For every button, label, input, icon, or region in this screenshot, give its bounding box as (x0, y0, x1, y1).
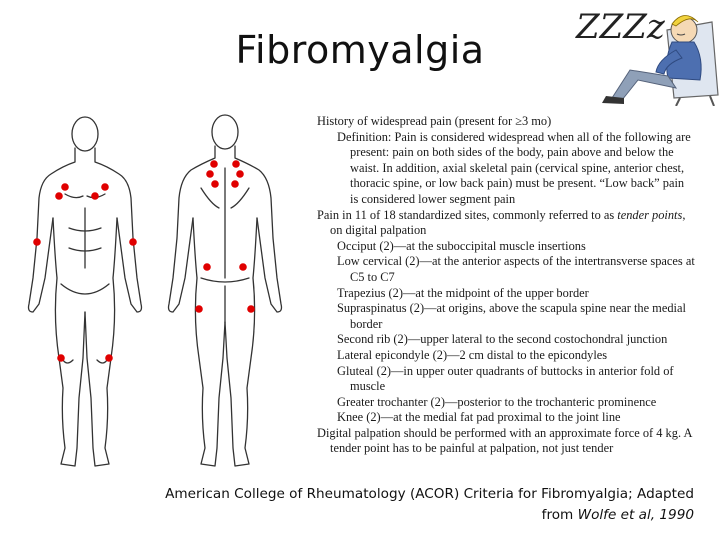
tender-point-marker (236, 170, 244, 178)
caption-line-1: American College of Rheumatology (ACOR) … (165, 486, 694, 502)
criteria-line: Knee (2)—at the medial fat pad proximal … (337, 410, 621, 425)
tender-point-marker (203, 263, 211, 271)
tender-point-marker (105, 354, 113, 362)
criteria-text: History of widespread pain (present for … (317, 114, 695, 457)
tender-point-marker (206, 170, 214, 178)
front-body-outline (27, 116, 143, 467)
caption-line-2: from Wolfe et al, 1990 (94, 505, 694, 526)
tender-point-marker (33, 238, 41, 246)
criteria-line: Second rib (2)—upper lateral to the seco… (337, 332, 668, 347)
slide-title: Fibromyalgia (235, 28, 485, 72)
zzz-text: ZZZz (575, 7, 666, 47)
criteria-line: Occiput (2)—at the suboccipital muscle i… (337, 238, 586, 253)
criteria-line: Definition: Pain is considered widesprea… (337, 129, 691, 206)
tender-point-marker (101, 183, 109, 191)
criteria-line: Trapezius (2)—at the midpoint of the upp… (337, 285, 589, 300)
criteria-line: Pain in 11 of 18 standardized sites, com… (317, 208, 695, 239)
tender-point-marker (195, 305, 203, 313)
criteria-line: Supraspinatus (2)—at origins, above the … (337, 301, 686, 331)
tender-point-marker (231, 180, 239, 188)
tender-point-marker (232, 160, 240, 168)
criteria-line: History of widespread pain (present for … (317, 114, 552, 128)
tender-point-marker (210, 160, 218, 168)
tender-points-body-diagram (27, 114, 283, 467)
back-body-outline (167, 114, 283, 467)
tender-point-marker (129, 238, 137, 246)
tender-point-marker (55, 192, 63, 200)
tender-point-marker (61, 183, 69, 191)
criteria-text-part: Pain in 11 of 18 standardized sites, com… (317, 207, 618, 222)
criteria-line: Greater trochanter (2)—posterior to the … (337, 394, 657, 409)
sleeping-person-illustration: ZZZz (575, 7, 719, 106)
criteria-line: Low cervical (2)—at the anterior aspects… (337, 254, 695, 284)
criteria-emphasis: tender points (617, 207, 683, 222)
tender-point-marker (239, 263, 247, 271)
caption-citation: Wolfe et al, 1990 (577, 507, 694, 523)
criteria-line: Lateral epicondyle (2)—2 cm distal to th… (337, 347, 608, 362)
criteria-text-part: , on digital palpation (330, 207, 686, 238)
tender-point-marker (91, 192, 99, 200)
criteria-line: Digital palpation should be performed wi… (317, 425, 692, 456)
caption-prefix: from (541, 507, 578, 523)
caption: American College of Rheumatology (ACOR) … (94, 484, 694, 526)
tender-points (33, 160, 255, 362)
tender-point-marker (247, 305, 255, 313)
tender-point-marker (211, 180, 219, 188)
criteria-line: Gluteal (2)—in upper outer quadrants of … (337, 363, 674, 394)
tender-point-marker (57, 354, 65, 362)
